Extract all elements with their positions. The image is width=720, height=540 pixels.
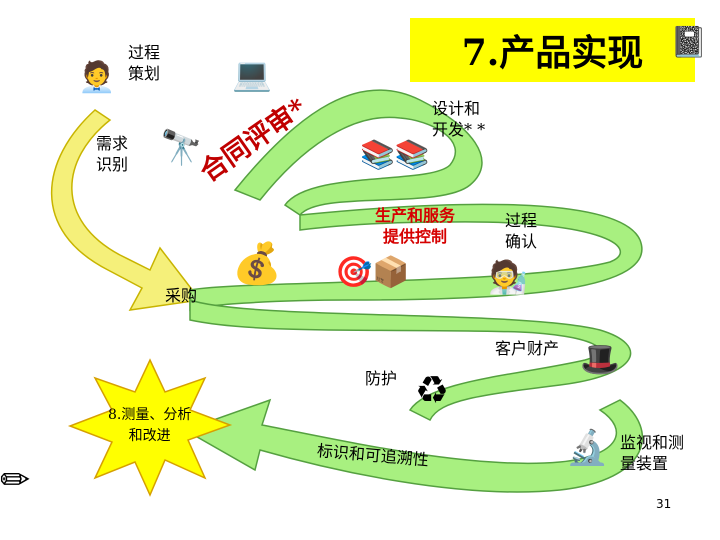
label-customer-property: 客户财产 xyxy=(495,339,560,358)
recycle-boxes-icon: ♻ xyxy=(415,368,450,412)
green-swoosh-lower xyxy=(189,298,632,422)
pencils-icon: ✏ xyxy=(0,460,31,501)
notebook-icon: 📓 xyxy=(670,25,708,60)
slide-title: 7.产品实现 xyxy=(410,18,695,82)
measurement-starburst xyxy=(67,358,233,497)
page-number: 31 xyxy=(656,497,672,511)
worker-target-icon: 🎯📦 xyxy=(335,255,410,290)
money-bag-icon: 💰 xyxy=(232,241,282,287)
paper-stacks-icon: 📚📚 xyxy=(360,138,430,171)
label-production-service: 生产和服务 提供控制 xyxy=(375,206,456,246)
explorer-figure-icon: 🔭 xyxy=(160,128,203,168)
label-requirement-identification: 需求 识别 xyxy=(96,134,129,174)
microscope-icon: 🔬 xyxy=(566,428,609,468)
inspector-figure-icon: 🧑‍🔬 xyxy=(488,258,528,296)
green-bottom-arrow xyxy=(183,398,644,493)
label-process-validation: 过程 确认 xyxy=(505,211,538,251)
planner-figure-icon: 🧑‍💼 xyxy=(78,60,116,95)
label-measurement-improvement: 8.测量、分析 和改进 xyxy=(108,407,192,444)
label-monitoring-devices: 监视和测 量装置 xyxy=(620,433,685,473)
label-protection: 防护 xyxy=(365,369,398,388)
magician-icon: 🎩 xyxy=(580,340,620,378)
yellow-flow-arrow xyxy=(50,109,202,311)
label-purchasing: 采购 xyxy=(165,286,198,305)
label-design-development: 设计和 开发* * xyxy=(432,99,486,139)
label-process-planning: 过程 策划 xyxy=(128,43,161,83)
laptop-pen-icon: 💻 xyxy=(232,55,272,93)
